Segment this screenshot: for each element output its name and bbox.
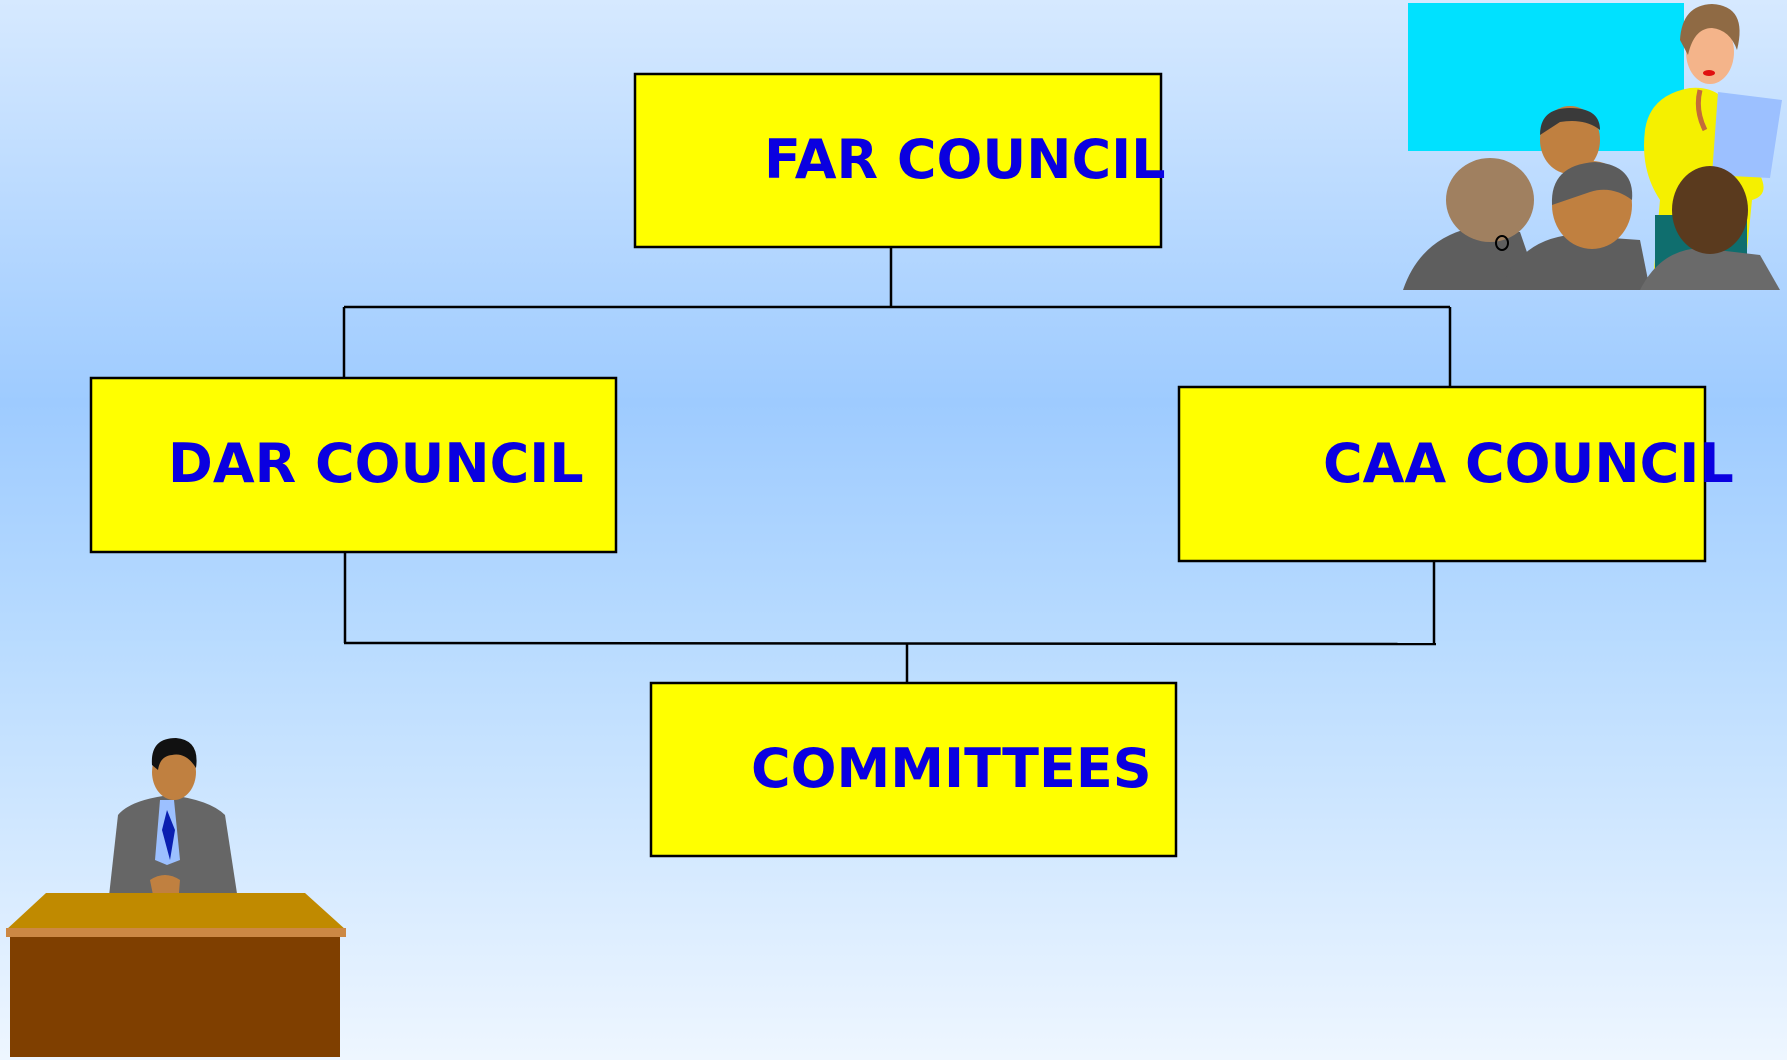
node-box: [1177, 385, 1707, 563]
connector-bottom-horizontal: [343, 641, 1437, 646]
node-box: [633, 72, 1163, 249]
node-box: [649, 681, 1178, 858]
node-label: COMMITTEES: [751, 737, 1152, 800]
node-dar-council: DAR COUNCIL: [89, 376, 618, 554]
meeting-presenter-icon: [1403, 3, 1782, 290]
node-caa-council: CAA COUNCIL: [1177, 385, 1734, 563]
node-box: [89, 376, 618, 554]
desk: [6, 893, 346, 1057]
node-committees: COMMITTEES: [649, 681, 1178, 858]
man-at-desk-icon: [6, 738, 346, 1057]
man-figure: [108, 738, 238, 905]
audience-figures: [1403, 106, 1780, 290]
node-label: FAR COUNCIL: [764, 128, 1166, 191]
node-label: DAR COUNCIL: [168, 432, 584, 495]
connectors: [342, 247, 1452, 683]
node-label: CAA COUNCIL: [1323, 432, 1734, 495]
node-far-council: FAR COUNCIL: [633, 72, 1166, 249]
